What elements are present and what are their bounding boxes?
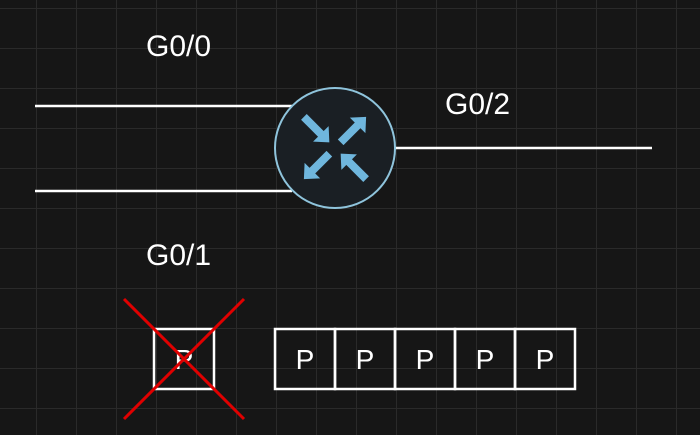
queue-packet-label: P	[416, 344, 435, 375]
router-arrows-icon	[301, 114, 369, 182]
queue-packet: P	[273, 327, 337, 391]
dropped-packet: P	[122, 297, 246, 421]
queue-packet: P	[333, 327, 397, 391]
queue-packet-label: P	[536, 344, 555, 375]
queue-packet-box	[513, 327, 577, 391]
label-g0-2: G0/2	[445, 88, 510, 121]
label-g0-1: G0/1	[146, 239, 211, 272]
queue-packet: P	[393, 327, 457, 391]
queue-packet-label: P	[356, 344, 375, 375]
queue-packet: P	[453, 327, 517, 391]
queue-packet-label: P	[296, 344, 315, 375]
queue-packet: P	[513, 327, 577, 391]
router-body	[274, 87, 396, 209]
cross-icon	[122, 297, 246, 421]
router-icon[interactable]	[274, 87, 396, 209]
queue-packet-label: P	[476, 344, 495, 375]
dropped-packet-box	[152, 327, 216, 391]
label-g0-0: G0/0	[146, 30, 211, 63]
